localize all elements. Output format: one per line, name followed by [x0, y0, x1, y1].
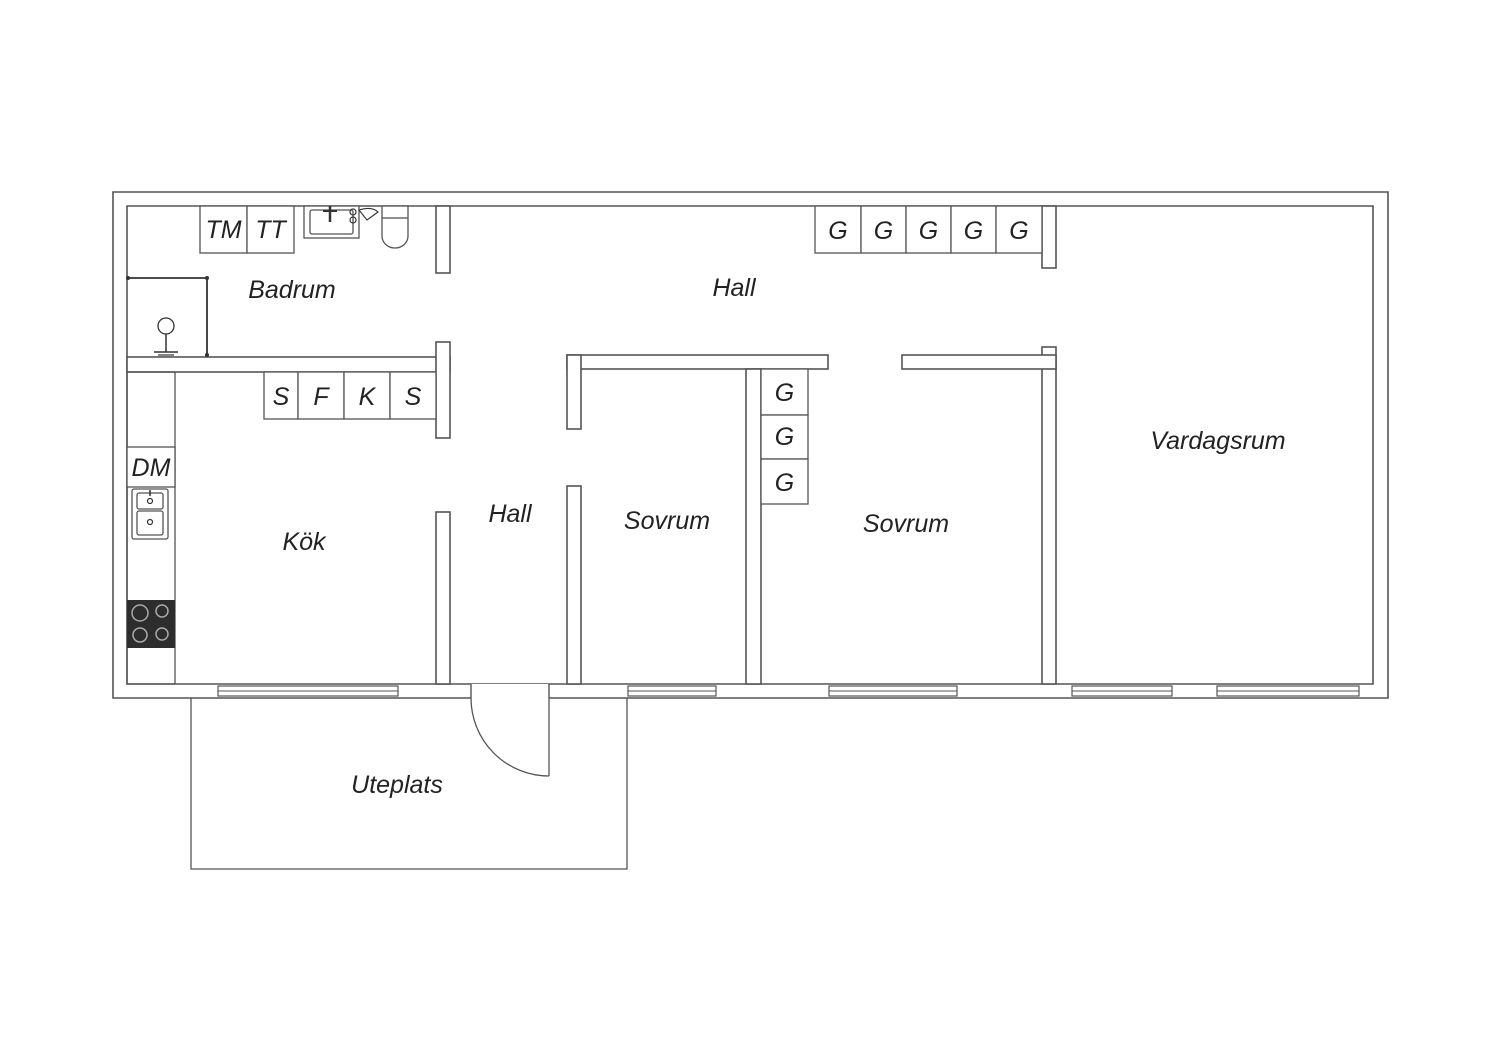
door-swing-icon [470, 697, 550, 777]
wardrobe-g-7: G [775, 423, 794, 451]
hall-wardrobes: G G G G G [814, 205, 1043, 254]
wardrobe-g-1: G [828, 217, 847, 245]
wardrobe-g-5: G [1009, 217, 1028, 245]
fixture-s-1: S [273, 383, 290, 411]
entrance-opening [471, 684, 549, 699]
kitchen-top-units: S F K S [263, 371, 437, 420]
wardrobe-g-8: G [775, 469, 794, 497]
toilet-icon [381, 205, 409, 249]
interior-walls [126, 205, 1057, 685]
shower-icon [126, 276, 209, 357]
stove-icon [127, 600, 175, 648]
fixture-k: K [359, 383, 377, 411]
wardrobe-g-2: G [874, 217, 893, 245]
kitchen-sink-icon [131, 488, 169, 540]
kitchen-side-units: DM [126, 446, 176, 488]
room-label-sovrum-1: Sovrum [624, 507, 710, 535]
fixture-dm: DM [132, 454, 171, 482]
bathroom-fixtures: TM TT [199, 205, 295, 254]
window-icon [217, 685, 1360, 697]
fixture-tm: TM [205, 216, 241, 244]
room-label-badrum: Badrum [248, 276, 336, 304]
room-label-sovrum-2: Sovrum [863, 510, 949, 538]
fixture-f: F [313, 383, 330, 411]
room-label-vardagsrum: Vardagsrum [1150, 427, 1285, 455]
wardrobe-g-4: G [964, 217, 983, 245]
room-labels: Badrum Hall Kök Hall Sovrum Sovrum Varda… [248, 274, 1285, 799]
room-label-hall-main: Hall [712, 274, 757, 302]
bathroom-sink-icon [303, 205, 379, 239]
bedroom-wardrobes: G G G [760, 368, 809, 505]
fixture-tt: TT [255, 216, 287, 244]
room-label-kok: Kök [282, 528, 327, 556]
wardrobe-g-3: G [919, 217, 938, 245]
room-label-uteplats: Uteplats [351, 771, 443, 799]
room-label-hall-small: Hall [488, 500, 533, 528]
wardrobe-g-6: G [775, 379, 794, 407]
fixture-s-2: S [405, 383, 422, 411]
patio-outline [190, 698, 628, 870]
